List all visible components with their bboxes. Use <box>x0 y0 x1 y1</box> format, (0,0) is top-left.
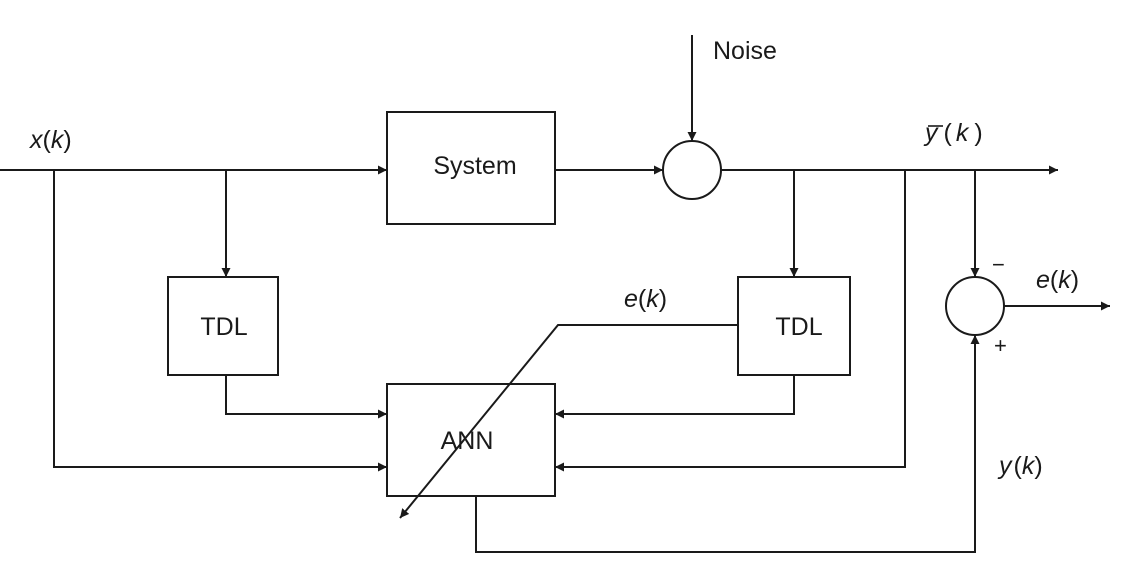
error-output-label: e(k) <box>1036 266 1079 294</box>
tdl-right-to-ann-arrow <box>555 375 795 419</box>
system-label: System <box>433 152 516 180</box>
ann-output-to-error-junction-arrow <box>475 335 980 553</box>
error-feedback-arrow <box>399 324 738 519</box>
ann-label: ANN <box>441 427 494 455</box>
output-to-ann-arrow <box>555 170 906 472</box>
noise-summing-junction <box>662 140 722 200</box>
plus-sign: + <box>994 333 1007 358</box>
system-block <box>386 111 556 225</box>
input-label: x(k) <box>29 126 72 154</box>
tdl-left-block <box>167 276 279 376</box>
model-output-label: y(k) <box>997 452 1043 480</box>
input-to-ann-arrow <box>53 170 387 472</box>
error-ann-label: e(k) <box>624 285 667 313</box>
measured-output-label: y(k) <box>923 119 983 147</box>
tdl-right-label: TDL <box>775 313 822 341</box>
error-summing-junction <box>945 276 1005 336</box>
tdl-left-to-ann-arrow <box>225 375 387 419</box>
minus-sign: − <box>992 252 1005 277</box>
ann-block <box>386 383 556 497</box>
noise-label: Noise <box>713 37 777 65</box>
tdl-left-label: TDL <box>200 313 247 341</box>
